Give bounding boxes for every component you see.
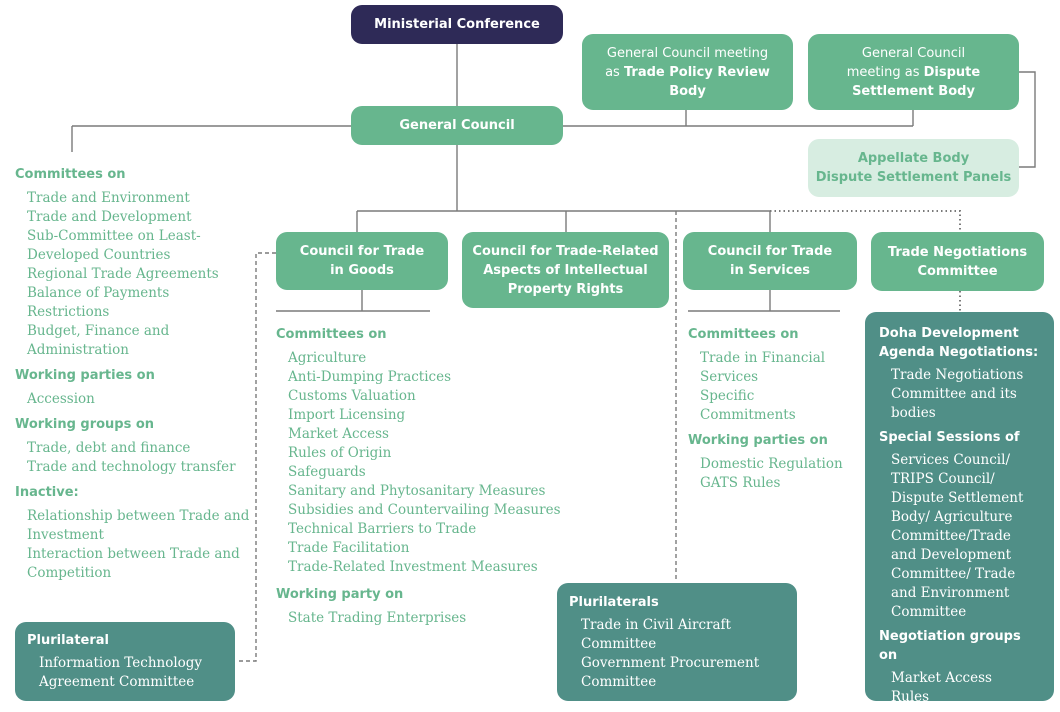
tnc-label: Trade Negotiations Committee xyxy=(887,244,1028,279)
list-item: Trade Facilitation xyxy=(288,540,410,556)
list-item: Import Licensing xyxy=(288,407,406,423)
tprb-bold-label: Trade Policy Review Body xyxy=(623,64,770,99)
plurilateral-left-box: Plurilateral Information Technology Agre… xyxy=(15,622,235,701)
services-council-box: Council for Trade in Services xyxy=(683,232,857,290)
services-council-bodies: Committees on Trade in Financial Service… xyxy=(688,325,853,493)
dispute-settlement-body-box: General Council meeting as Dispute Settl… xyxy=(808,34,1019,110)
goods-council-box: Council for Trade in Goods xyxy=(276,232,448,290)
list-item: Accession xyxy=(27,391,95,407)
dsb-bold-label: Dispute Settlement Body xyxy=(852,64,981,99)
trade-policy-review-body-box: General Council meeting as Trade Policy … xyxy=(582,34,793,110)
list-item: Services Council/ TRIPS Council/ Dispute… xyxy=(891,452,1024,620)
goods-working-party-heading: Working party on xyxy=(276,587,404,602)
goods-council-bodies: Committees on Agriculture Anti-Dumping P… xyxy=(276,325,576,628)
list-item: Interaction between Trade and Competitio… xyxy=(27,546,240,581)
plurilaterals-heading: Plurilaterals xyxy=(569,595,659,610)
list-item: Information Technology Agreement Committ… xyxy=(39,655,203,690)
tnc-box: Trade Negotiations Committee xyxy=(871,232,1044,291)
list-item: Trade in Civil Aircraft Committee xyxy=(581,617,731,652)
list-item: Specific Commitments xyxy=(700,388,796,423)
list-item: Government Procurement Committee xyxy=(581,655,760,690)
list-item: Budget, Finance and Administration xyxy=(27,323,170,358)
services-working-parties-heading: Working parties on xyxy=(688,433,828,448)
list-item: Trade and technology transfer xyxy=(27,459,236,475)
list-item: Rules xyxy=(891,689,930,705)
general-council-box: General Council xyxy=(351,106,563,145)
goods-committees-heading: Committees on xyxy=(276,327,387,342)
ministerial-conference-box: Ministerial Conference xyxy=(351,5,563,44)
list-item: Relationship between Trade and Investmen… xyxy=(27,508,250,543)
gc-working-groups-heading: Working groups on xyxy=(15,417,155,432)
gc-inactive-heading: Inactive: xyxy=(15,485,79,500)
list-item: Trade and Development xyxy=(27,209,192,225)
list-item: Trade and Environment xyxy=(27,190,190,206)
list-item: Trade, debt and finance xyxy=(27,440,191,456)
goods-council-label: Council for Trade in Goods xyxy=(299,244,425,278)
list-item: Customs Valuation xyxy=(288,388,416,404)
services-council-label: Council for Trade in Services xyxy=(707,244,833,278)
list-item: GATS Rules xyxy=(700,475,781,491)
list-item: Sanitary and Phytosanitary Measures xyxy=(288,483,546,499)
list-item: State Trading Enterprises xyxy=(288,610,467,626)
list-item: Trade Negotiations Committee and its bod… xyxy=(891,367,1024,421)
tprb-prefix: General Council meeting as xyxy=(605,45,769,80)
plurilaterals-middle-box: Plurilaterals Trade in Civil Aircraft Co… xyxy=(557,583,797,701)
dsb-prefix: General Council meeting as xyxy=(846,45,966,80)
dispute-panels-label: Dispute Settlement Panels xyxy=(815,170,1012,185)
trips-council-label: Council for Trade-Related Aspects of Int… xyxy=(472,243,659,297)
general-council-label: General Council xyxy=(399,118,515,133)
negotiation-groups-heading: Negotiation groups on xyxy=(879,629,1021,663)
list-item: Safeguards xyxy=(288,464,366,480)
list-item: Trade-Related Investment Measures xyxy=(288,559,538,575)
list-item: Market Access xyxy=(288,426,389,442)
appellate-body-box: Appellate Body Dispute Settlement Panels xyxy=(808,139,1019,197)
general-council-bodies: Committees on Trade and Environment Trad… xyxy=(15,165,250,583)
list-item: Regional Trade Agreements xyxy=(27,266,219,282)
special-sessions-heading: Special Sessions of xyxy=(879,430,1020,445)
list-item: Anti-Dumping Practices xyxy=(288,369,452,385)
services-committees-heading: Committees on xyxy=(688,327,799,342)
list-item: Market Access xyxy=(891,670,992,686)
list-item: Balance of Payments Restrictions xyxy=(27,285,170,320)
list-item: Agriculture xyxy=(288,350,367,366)
ministerial-conference-label: Ministerial Conference xyxy=(374,17,540,32)
list-item: Sub-Committee on Least-Developed Countri… xyxy=(27,228,201,263)
list-item: Trade in Financial Services xyxy=(700,350,826,385)
list-item: Domestic Regulation xyxy=(700,456,843,472)
doha-heading: Doha Development Agenda Negotiations: xyxy=(879,326,1039,360)
list-item: Subsidies and Countervailing Measures xyxy=(288,502,561,518)
list-item: Rules of Origin xyxy=(288,445,392,461)
gc-committees-heading: Committees on xyxy=(15,167,126,182)
gc-working-parties-heading: Working parties on xyxy=(15,368,155,383)
plurilateral-heading: Plurilateral xyxy=(27,633,110,648)
list-item: Technical Barriers to Trade xyxy=(288,521,477,537)
doha-negotiations-box: Doha Development Agenda Negotiations: Tr… xyxy=(865,312,1054,705)
trips-council-box: Council for Trade-Related Aspects of Int… xyxy=(462,232,669,308)
appellate-body-label: Appellate Body xyxy=(857,151,970,166)
